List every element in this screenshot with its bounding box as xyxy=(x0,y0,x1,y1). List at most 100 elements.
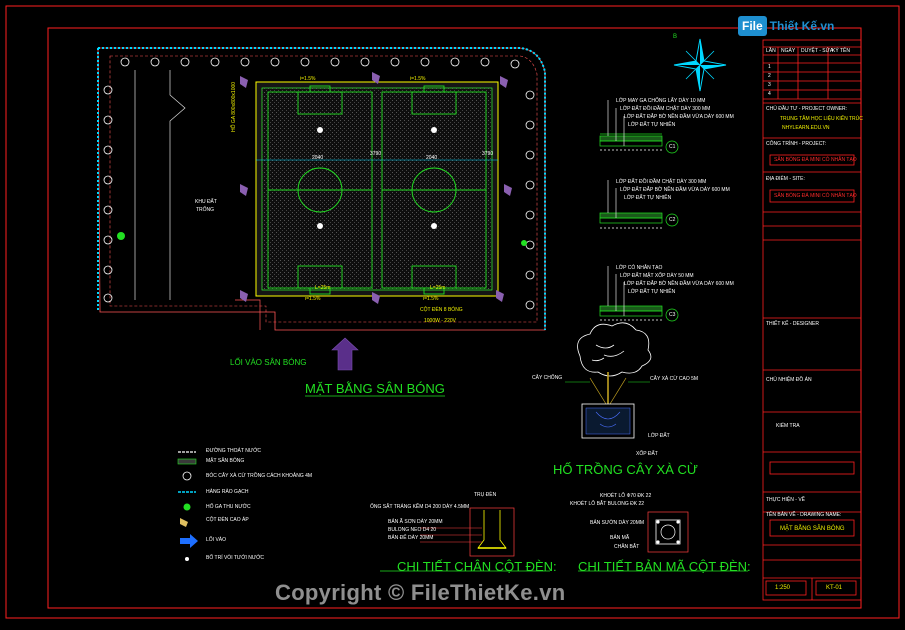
plate-label: BẢN MÃ xyxy=(610,535,630,541)
tree-detail-title: HỐ TRỒNG CÂY XÀ CỪ xyxy=(553,462,698,477)
tree-icon xyxy=(103,293,113,303)
title-block xyxy=(762,39,862,601)
plate-label: BẢN SƯỜN DÀY 20MM xyxy=(590,520,645,526)
tree-label: LỚP ĐẤT xyxy=(648,433,670,439)
open-land-boundary xyxy=(134,70,186,300)
legend-label: LỐI VÀO xyxy=(206,537,227,543)
entrance-label: LỐI VÀO SÂN BÓNG xyxy=(230,358,307,367)
open-land-label-1: KHU ĐẤT xyxy=(195,199,217,205)
tree-stakes xyxy=(589,377,627,405)
tree-icon xyxy=(525,240,535,250)
tree-icon xyxy=(103,175,113,185)
owner-name: TRUNG TÂM HỌC LIỆU KIẾN TRÚC xyxy=(780,116,863,122)
tree-icon xyxy=(182,471,192,481)
light-pole-icon xyxy=(180,518,188,527)
tree-icon xyxy=(103,265,113,275)
legend-label: CỘT ĐÈN CAO ÁP xyxy=(206,517,249,523)
slope-label: i=1.5% xyxy=(423,296,439,302)
tree-icon xyxy=(480,57,490,67)
tree-icon xyxy=(103,115,113,125)
tree-icon xyxy=(300,57,310,67)
tree-root-ball xyxy=(585,407,631,435)
tree-icon xyxy=(150,57,160,67)
plate-label: KHOÉT LỖ BẮT BULONG ĐK 22 xyxy=(570,501,645,507)
section-marker-label: C2 xyxy=(669,217,676,223)
layer-label: LỚP CỎ NHÂN TẠO xyxy=(616,265,663,271)
tree-icon xyxy=(525,270,535,280)
tap-icon xyxy=(185,557,189,561)
tree-icon xyxy=(525,90,535,100)
tree-icon xyxy=(270,57,280,67)
checker-label: KIỂM TRA xyxy=(776,423,800,429)
flood-light-icon xyxy=(240,76,248,88)
tree-canopy xyxy=(577,322,652,377)
revision-row: 1 xyxy=(768,64,771,70)
pole-base-label: BULONG NEO D4 20 xyxy=(388,527,437,533)
sheet-name-label: TÊN BẢN VẼ - DRAWING NAME: xyxy=(766,512,842,518)
revision-header: NGÀY xyxy=(781,48,796,54)
tree-icon xyxy=(103,85,113,95)
dim-label: 2040 xyxy=(426,155,438,161)
layer-label: LỚP ĐẤT TỰ NHIÊN xyxy=(628,289,676,295)
layer-label: LỚP ĐẤT TỰ NHIÊN xyxy=(624,195,672,201)
flood-light-icon xyxy=(240,184,248,196)
sumps xyxy=(117,232,527,246)
layer-label: LỚP ĐẤT ĐẮP BỜ NỀN ĐẦM VỪA DÀY 600 MM xyxy=(624,281,734,287)
entry-arrow-icon xyxy=(180,534,198,548)
owner-label: CHỦ ĐẦU TƯ - PROJECT OWNER: xyxy=(766,106,848,112)
tree-icon xyxy=(120,57,130,67)
tree-icon xyxy=(525,210,535,220)
flood-light-icon xyxy=(240,290,248,302)
dim-label: 3790 xyxy=(370,151,382,157)
perimeter-trees xyxy=(103,57,535,310)
designer-label: THIẾT KẾ - DESIGNER xyxy=(766,321,819,327)
legend-icons xyxy=(177,451,198,561)
tree-icon xyxy=(510,59,520,69)
section-marker-1 xyxy=(665,140,679,154)
project-label: CÔNG TRÌNH - PROJECT: xyxy=(766,141,827,147)
north-arrow-icon xyxy=(673,38,727,92)
layer-sections xyxy=(599,100,679,322)
grass-texture xyxy=(262,88,492,290)
floodlights xyxy=(240,72,512,304)
pole-base-label: BẢN Ã SƠN DÀY 20MM xyxy=(388,519,443,525)
flood-light-icon xyxy=(504,184,512,196)
tree-icon xyxy=(525,180,535,190)
sump-icon xyxy=(117,232,125,240)
legend-label: HÀNG RÀO GẠCH xyxy=(206,489,249,495)
layer-label: LỚP ĐẤT ĐỒI ĐẦM CHẶT DÀY 300 MM xyxy=(620,106,711,112)
tree-icon xyxy=(390,57,400,67)
copyright-watermark: Copyright © FileThietKe.vn xyxy=(275,580,566,605)
slope-label: i=1.5% xyxy=(300,76,316,82)
revision-row: 2 xyxy=(768,73,771,79)
pole-base-title: CHI TIẾT CHÂN CỘT ĐÈN: xyxy=(397,559,557,574)
sheet-outer-frame xyxy=(5,5,900,619)
entry-gap xyxy=(235,299,261,330)
revision-header: KÝ TÊN xyxy=(832,48,850,54)
slope-label: i=1.5% xyxy=(410,76,426,82)
layer-label: LỚP ĐẤT ĐỒI ĐẦM CHẶT DÀY 300 MM xyxy=(616,179,707,185)
revision-header: DUYỆT - SỬA xyxy=(801,48,834,54)
entrance-arrow-icon xyxy=(331,337,359,371)
tree-icon xyxy=(450,57,460,67)
section-marker-label: C3 xyxy=(669,312,676,318)
plan-title: MẶT BẰNG SÂN BÓNG xyxy=(305,381,445,396)
tree-icon xyxy=(360,57,370,67)
legend-label: HỐ GA THU NƯỚC xyxy=(206,504,251,510)
grass-icon xyxy=(177,458,197,465)
drawing-code: KT-01 xyxy=(826,585,843,591)
flood-light-icon xyxy=(500,76,508,88)
dim-label: 3790 xyxy=(482,151,494,157)
drawn-label: THỰC HIỆN - VẼ xyxy=(766,497,805,503)
logo-badge: File xyxy=(738,16,767,36)
pitch-left xyxy=(267,85,373,295)
plate-label: CHÂN BẮT xyxy=(614,544,640,550)
scale-value: 1:250 xyxy=(775,585,791,591)
filethietke-logo: File Thiết Kế.vn xyxy=(738,14,834,38)
revision-row: 3 xyxy=(768,82,771,88)
address-label: ĐỊA ĐIỂM - SITE: xyxy=(766,176,805,182)
pole-base-detail xyxy=(380,507,550,572)
tree-icon xyxy=(525,120,535,130)
pole-label: CỘT ĐÈN 8 BÓNG xyxy=(420,307,463,313)
penalty-spots xyxy=(317,127,437,229)
